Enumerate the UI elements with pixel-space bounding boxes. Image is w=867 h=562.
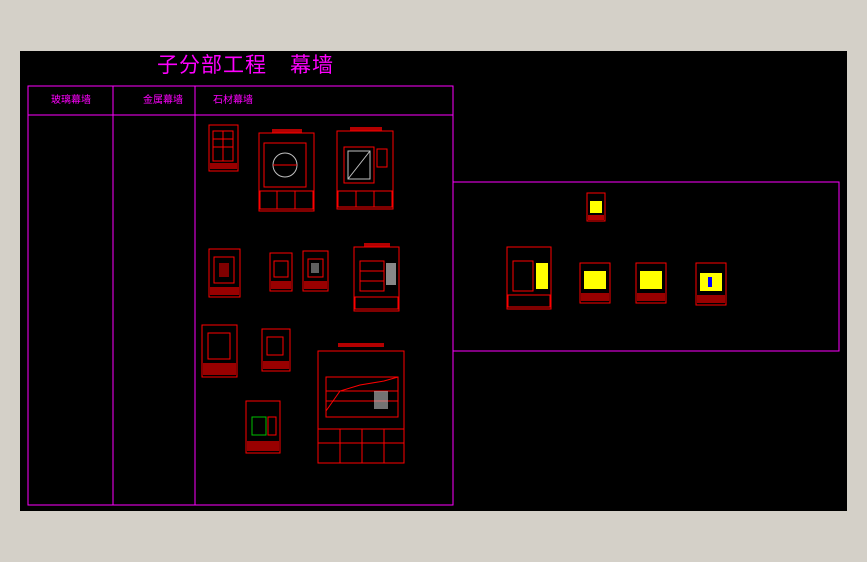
thumbnail-node-detail-1[interactable] [208,248,241,298]
thumbnail-section-plan-1[interactable] [258,129,315,212]
drawing-title: 子分部工程 幕墙 [157,53,335,77]
thumbnail-node-detail-2[interactable] [269,252,293,292]
thumbnail-section-plan-2[interactable] [336,127,394,210]
thumbnail-node-detail-6[interactable] [245,400,281,454]
table-frame [27,85,454,506]
thumbnail-section-plan-3[interactable] [353,243,400,312]
thumbnail-node-detail-3[interactable] [302,250,329,292]
cad-drawing-canvas[interactable]: 子分部工程 幕墙 玻璃幕墙 金属幕墙 石材幕墙 [20,51,847,511]
extra-frame [453,181,840,352]
column-header-glass: 玻璃幕墙 [51,95,91,106]
thumbnail-extra-2[interactable] [506,246,552,310]
column-header-stone: 石材幕墙 [213,95,253,106]
thumbnail-extra-4[interactable] [635,262,667,304]
thumbnail-node-detail-5[interactable] [261,328,291,372]
column-header-metal: 金属幕墙 [143,95,183,106]
thumbnail-extra-1[interactable] [586,192,606,222]
thumbnail-summary-table[interactable] [317,343,405,464]
thumbnail-extra-3[interactable] [579,262,611,304]
thumbnail-extra-5[interactable] [695,262,727,306]
thumbnail-node-detail-4[interactable] [201,324,238,378]
thumbnail-elevation-1[interactable] [208,124,239,172]
drawing-sheet [27,85,840,506]
